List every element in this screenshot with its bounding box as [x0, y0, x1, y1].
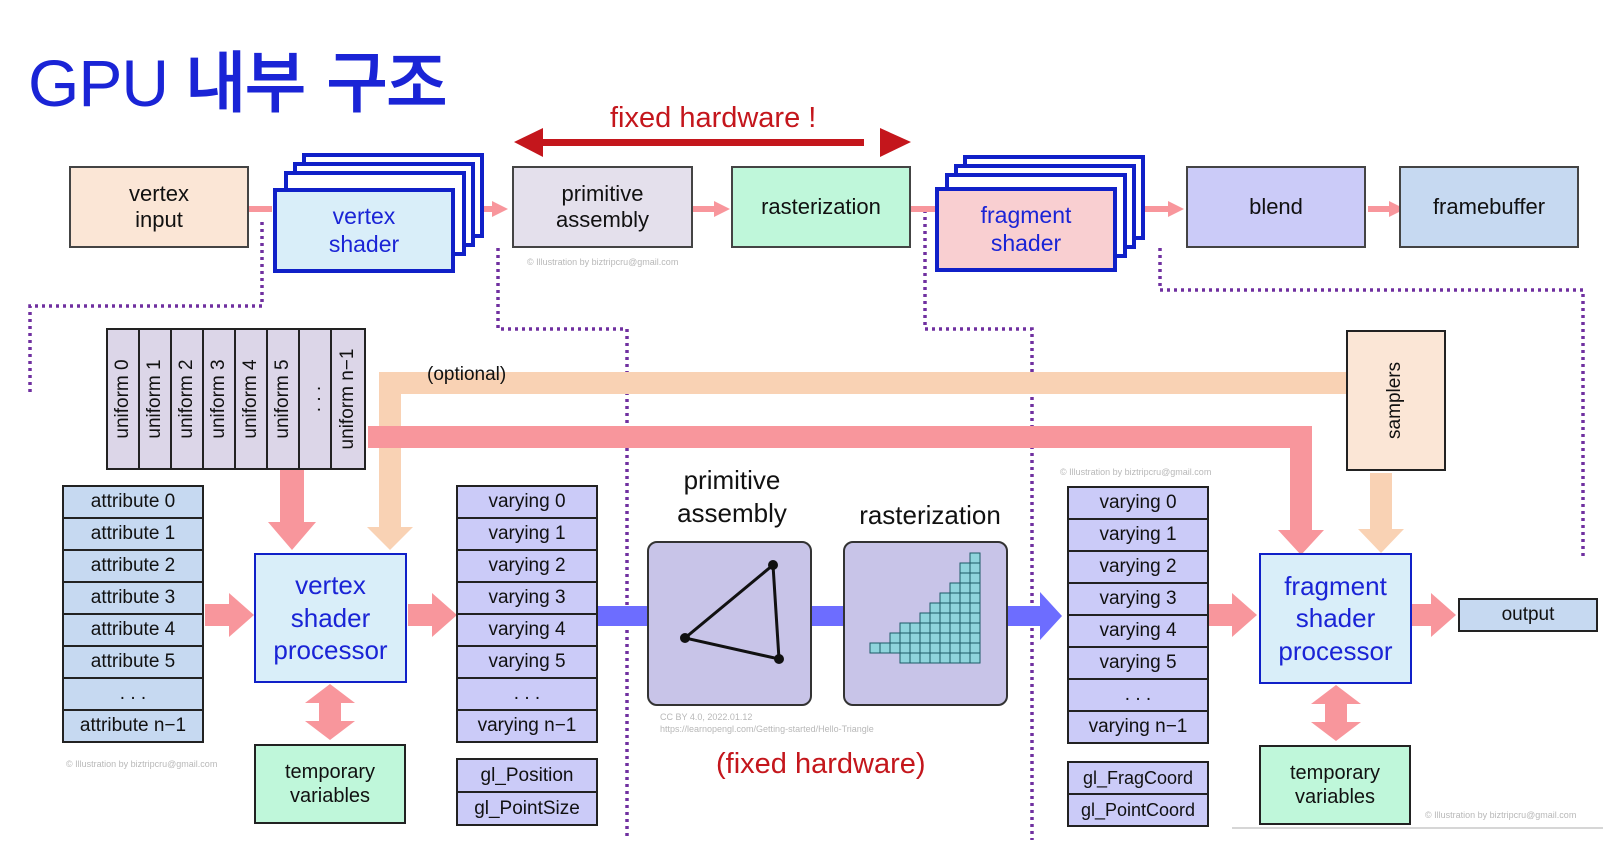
builtin-item: gl_PointSize	[456, 791, 598, 826]
vertex-shader-processor: vertex shader processor	[254, 553, 407, 683]
attribute-item: attribute n−1	[62, 709, 204, 743]
optional-sampler-path	[367, 372, 1348, 550]
triangle-icon	[680, 560, 784, 664]
uniform-item: uniform 3	[202, 328, 236, 470]
attribute-item: attribute 4	[62, 613, 204, 647]
fixed-hardware-note: (fixed hardware)	[716, 748, 926, 780]
primitive-assembly-box: primitive assembly	[512, 166, 693, 248]
uniform-item: uniform 5	[266, 328, 300, 470]
attribute-item: . . .	[62, 677, 204, 711]
sampler-to-fragment-arrow	[1358, 473, 1404, 553]
output-box: output	[1458, 598, 1598, 632]
builtin-item: gl_PointCoord	[1067, 793, 1209, 827]
varying-item: varying 0	[1067, 486, 1209, 520]
varying-item: varying 3	[456, 581, 598, 615]
credit-text: © Illustration by biztripcru@gmail.com	[527, 257, 679, 267]
varying-item: varying 1	[456, 517, 598, 551]
varying-item: varying n−1	[456, 709, 598, 743]
attribute-item: attribute 3	[62, 581, 204, 615]
mid-primitive-assembly-label: primitive assembly	[677, 465, 787, 528]
uniform-to-fragment-path	[368, 426, 1324, 555]
varying-item: varying 0	[456, 485, 598, 519]
uniform-item: uniform 1	[138, 328, 172, 470]
credit-text: © Illustration by biztripcru@gmail.com	[66, 759, 218, 769]
uniform-item: uniform n−1	[330, 328, 366, 470]
framebuffer-box: framebuffer	[1399, 166, 1579, 248]
fixed-hardware-label: fixed hardware !	[610, 102, 817, 134]
page-title: GPU 내부 구조	[28, 30, 447, 126]
builtin-item: gl_FragCoord	[1067, 761, 1209, 795]
attribute-item: attribute 1	[62, 517, 204, 551]
credit-text: © Illustration by biztripcru@gmail.com	[1425, 810, 1577, 820]
varying-item: varying 5	[1067, 646, 1209, 680]
vertex-input-box: vertex input	[69, 166, 249, 248]
rasterization-graphic	[843, 541, 1008, 706]
mid-rasterization-label: rasterization	[859, 500, 1001, 530]
data-flow-arrows	[205, 593, 1456, 637]
cc-source-url: https://learnopengl.com/Getting-started/…	[660, 724, 874, 734]
varying-item: varying 4	[1067, 614, 1209, 648]
primitive-assembly-graphic	[647, 541, 812, 706]
varying-item: . . .	[456, 677, 598, 711]
vertex-shader-box: vertex shader	[273, 188, 455, 273]
optional-label: (optional)	[427, 364, 507, 385]
varying-item: varying 5	[456, 645, 598, 679]
varying-item: varying 2	[456, 549, 598, 583]
fragment-shader-box: fragment shader	[935, 187, 1117, 272]
temp-variables-arrows	[305, 684, 1361, 741]
varying-item: varying 3	[1067, 582, 1209, 616]
cc-license-text: CC BY 4.0, 2022.01.12	[660, 712, 753, 722]
credit-text: © Illustration by biztripcru@gmail.com	[1060, 467, 1212, 477]
fragment-shader-processor: fragment shader processor	[1259, 553, 1412, 684]
vertex-temporary-variables: temporary variables	[254, 744, 406, 824]
samplers-box: samplers	[1346, 330, 1446, 471]
varying-item: varying 2	[1067, 550, 1209, 584]
uniform-item: uniform 0	[106, 328, 140, 470]
top-flow-arrows	[248, 201, 1405, 217]
varying-item: . . .	[1067, 678, 1209, 712]
rasterization-box: rasterization	[731, 166, 911, 248]
samplers-label: samplers	[1384, 361, 1406, 440]
fixed-hardware-flow	[598, 592, 1062, 640]
uniform-item: uniform 4	[234, 328, 268, 470]
title-latin: GPU	[28, 46, 169, 120]
attribute-item: attribute 5	[62, 645, 204, 679]
uniform-item: . . .	[298, 328, 332, 470]
attribute-item: attribute 0	[62, 485, 204, 519]
varying-item: varying n−1	[1067, 710, 1209, 744]
uniform-to-vertex-arrow	[268, 470, 316, 550]
uniform-list: uniform 0 uniform 1 uniform 2 uniform 3 …	[106, 328, 366, 470]
attribute-item: attribute 2	[62, 549, 204, 583]
region-dotted-lines	[28, 210, 1585, 840]
blend-box: blend	[1186, 166, 1366, 248]
builtin-item: gl_Position	[456, 758, 598, 793]
fragment-temporary-variables: temporary variables	[1259, 745, 1411, 825]
title-korean: 내부 구조	[185, 45, 447, 122]
uniform-item: uniform 2	[170, 328, 204, 470]
varying-item: varying 1	[1067, 518, 1209, 552]
fixed-hardware-double-arrow	[514, 128, 911, 157]
pixel-grid-icon	[869, 552, 981, 664]
varying-item: varying 4	[456, 613, 598, 647]
